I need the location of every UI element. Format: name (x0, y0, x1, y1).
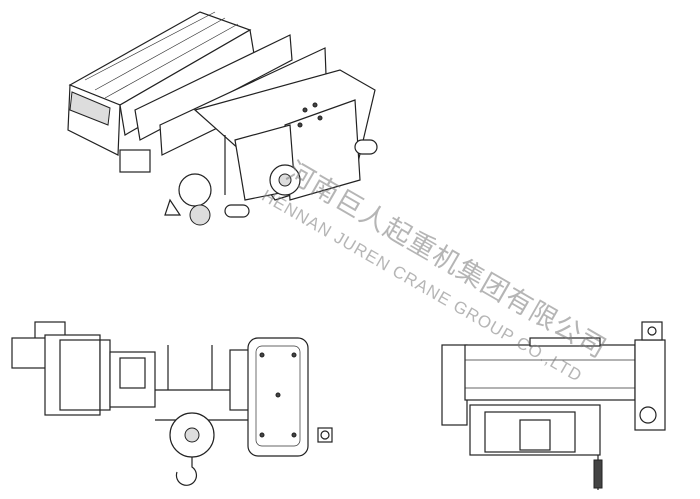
side-view (11, 321, 333, 486)
isometric-view (67, 11, 378, 226)
end-view (441, 321, 666, 490)
